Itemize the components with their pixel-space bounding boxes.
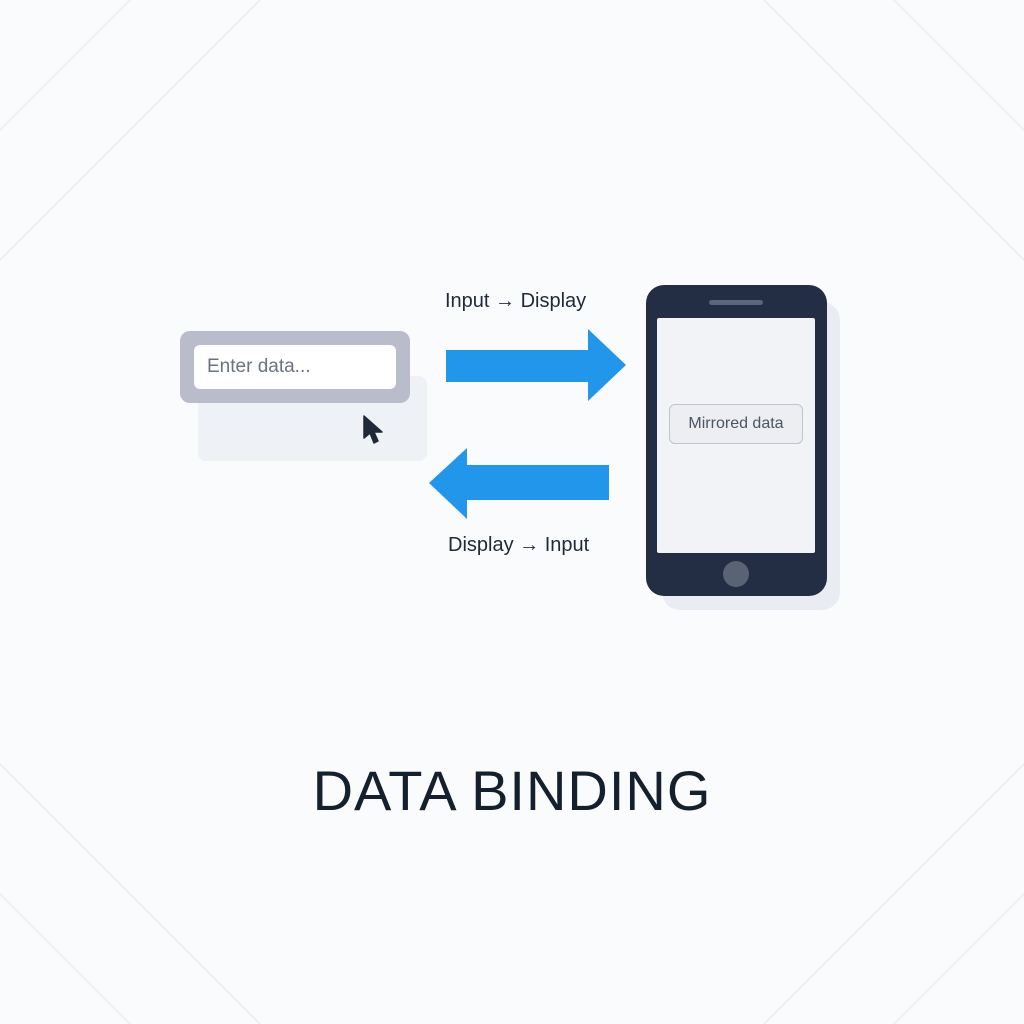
mirrored-data-display: Mirrored data (669, 404, 803, 444)
forward-arrow-label: Input → Display (445, 290, 587, 312)
phone-home-button[interactable] (723, 561, 749, 587)
backward-arrow-label: Display → Input (448, 534, 590, 556)
data-input-field[interactable] (194, 345, 396, 389)
forward-arrow-icon (446, 329, 626, 401)
diagram-title: DATA BINDING (312, 759, 712, 822)
backward-arrow-icon (429, 448, 609, 519)
cursor-arrow-icon (363, 415, 383, 444)
phone-speaker (709, 300, 763, 305)
